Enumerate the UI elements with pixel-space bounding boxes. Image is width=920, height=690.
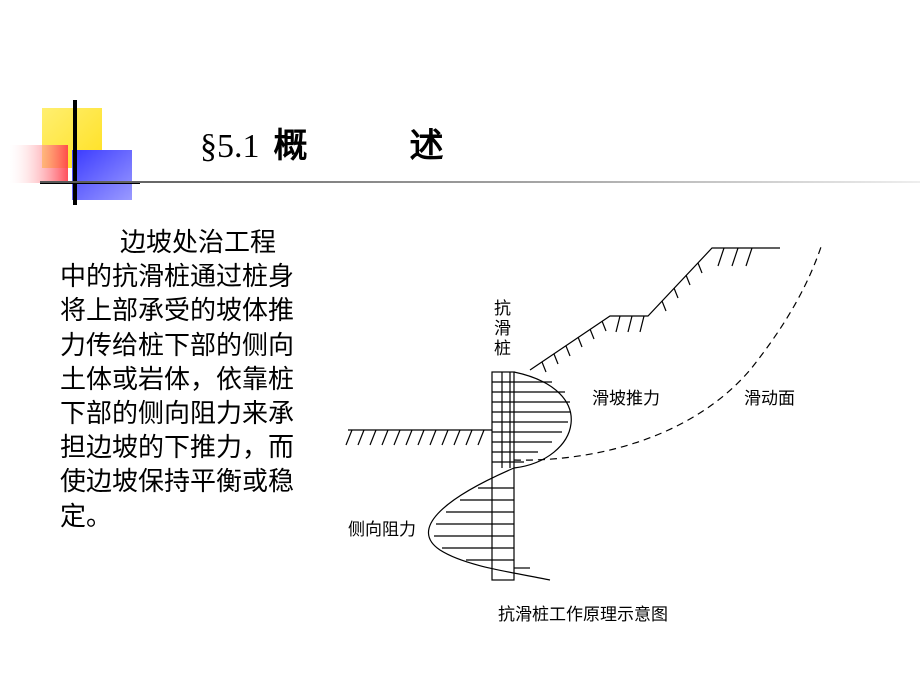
pile-label-2: 滑 <box>494 319 511 339</box>
anti-slide-pile-diagram: 抗 滑 桩 滑坡推力 滑动面 侧向阻力 抗滑桩工作原理示意图 <box>345 243 823 625</box>
slip-surface-label: 滑动面 <box>744 389 795 409</box>
lateral-resistance-label: 侧向阻力 <box>348 520 416 540</box>
section-number: §5.1 <box>200 128 260 165</box>
slide-title: §5.1 概 述 <box>200 118 478 167</box>
blue-square <box>72 150 132 200</box>
body-paragraph: 边坡处治工程中的抗滑桩通过桩身将上部承受的坡体推力传给桩下部的侧向土体或岩体，依… <box>60 228 295 532</box>
pile-body <box>491 371 515 581</box>
red-square <box>10 145 68 183</box>
decorative-logo <box>10 100 140 205</box>
title-text: 概 述 <box>273 126 478 166</box>
title-rule <box>40 181 920 183</box>
lateral-resistance-curve <box>428 467 551 581</box>
slip-surface-dashed-line <box>513 243 823 461</box>
thrust-hatch-lines <box>492 381 571 463</box>
slope-hatch <box>541 247 753 373</box>
thrust-distribution-curve <box>513 371 572 469</box>
pile-label-1: 抗 <box>494 299 511 319</box>
ground-hatch <box>345 429 485 446</box>
slope-surface-line <box>529 247 780 371</box>
resistance-hatch-lines <box>434 487 530 569</box>
pile-label-3: 桩 <box>494 339 511 359</box>
thrust-vertical-lines <box>501 372 511 468</box>
thrust-label: 滑坡推力 <box>592 389 660 409</box>
diagram-caption: 抗滑桩工作原理示意图 <box>498 605 668 625</box>
